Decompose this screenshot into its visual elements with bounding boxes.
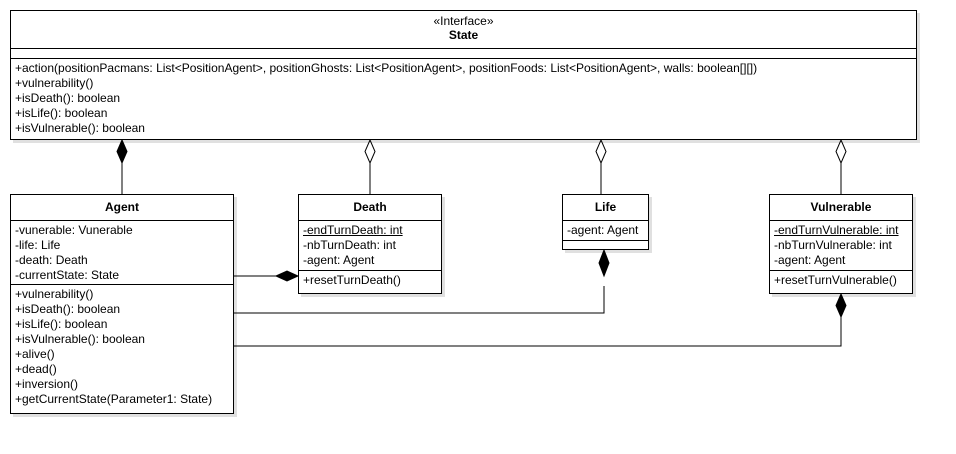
agent-operation: +dead()	[15, 362, 57, 376]
vulnerable-operations-section: +resetTurnVulnerable()	[770, 271, 912, 290]
agent-operation: +getCurrentState(Parameter1: State)	[15, 392, 213, 406]
agent-operations-section: +vulnerability() +isDeath(): boolean +is…	[11, 285, 233, 409]
death-attribute: -agent: Agent	[303, 253, 375, 267]
agent-attribute: -vunerable: Vunerable	[15, 223, 133, 237]
agent-operation: +isVulnerable(): boolean	[15, 332, 145, 346]
composition-diamond-icon	[835, 292, 847, 319]
state-interface-class[interactable]: «Interface» State +action(positionPacman…	[10, 10, 917, 140]
vulnerable-operation: +resetTurnVulnerable()	[774, 273, 897, 287]
death-attributes-section: -endTurnDeath: int -nbTurnDeath: int -ag…	[299, 221, 441, 271]
agent-vulnerable-composition-line	[234, 317, 842, 347]
state-stereotype: «Interface»	[433, 14, 494, 28]
state-operation: +vulnerability()	[15, 76, 94, 90]
composition-diamond-icon	[116, 138, 128, 165]
agent-attribute: -death: Death	[15, 253, 88, 267]
agent-class[interactable]: Agent -vunerable: Vunerable -life: Life …	[10, 194, 234, 414]
state-operation: +isVulnerable(): boolean	[15, 121, 145, 135]
agent-operation: +inversion()	[15, 377, 79, 391]
state-operation: +action(positionPacmans: List<PositionAg…	[15, 61, 758, 75]
life-attribute: -agent: Agent	[567, 223, 639, 237]
vulnerable-class[interactable]: Vulnerable -endTurnVulnerable: int -nbTu…	[769, 194, 913, 294]
state-operation: +isDeath(): boolean	[15, 91, 121, 105]
death-name: Death	[353, 200, 387, 214]
agent-attribute: -currentState: State	[15, 268, 120, 282]
state-operations-section: +action(positionPacmans: List<PositionAg…	[11, 59, 916, 138]
death-operations-section: +resetTurnDeath()	[299, 271, 441, 290]
vulnerable-header: Vulnerable	[770, 195, 912, 221]
death-operation: +resetTurnDeath()	[303, 273, 401, 287]
agent-operation: +alive()	[15, 347, 55, 361]
vulnerable-name: Vulnerable	[810, 200, 872, 214]
life-class[interactable]: Life -agent: Agent	[562, 194, 649, 250]
death-header: Death	[299, 195, 441, 221]
life-operations-section	[563, 241, 648, 249]
death-attribute: -nbTurnDeath: int	[303, 238, 396, 252]
agent-attributes-section: -vunerable: Vunerable -life: Life -death…	[11, 221, 233, 285]
vulnerable-attributes-section: -endTurnVulnerable: int -nbTurnVulnerabl…	[770, 221, 912, 271]
composition-diamond-icon	[598, 248, 610, 278]
life-header: Life	[563, 195, 648, 221]
aggregation-diamond-icon	[364, 138, 376, 165]
state-attributes-section	[11, 49, 916, 59]
aggregation-diamond-icon	[835, 138, 847, 165]
agent-operation: +isLife(): boolean	[15, 317, 108, 331]
state-name: State	[448, 28, 479, 42]
life-attributes-section: -agent: Agent	[563, 221, 648, 241]
agent-name: Agent	[105, 200, 139, 214]
state-operation: +isLife(): boolean	[15, 106, 108, 120]
vulnerable-attribute: -nbTurnVulnerable: int	[774, 238, 892, 252]
agent-operation: +isDeath(): boolean	[15, 302, 121, 316]
agent-header: Agent	[11, 195, 233, 221]
death-attribute: -endTurnDeath: int	[303, 223, 403, 237]
death-class[interactable]: Death -endTurnDeath: int -nbTurnDeath: i…	[298, 194, 442, 294]
vulnerable-attribute: -endTurnVulnerable: int	[774, 223, 899, 237]
aggregation-diamond-icon	[595, 138, 607, 165]
vulnerable-attribute: -agent: Agent	[774, 253, 846, 267]
agent-attribute: -life: Life	[15, 238, 61, 252]
composition-diamond-icon	[274, 270, 300, 282]
agent-operation: +vulnerability()	[15, 287, 94, 301]
life-name: Life	[594, 200, 617, 214]
state-header: «Interface» State	[11, 11, 916, 49]
agent-life-composition-line	[234, 286, 605, 314]
